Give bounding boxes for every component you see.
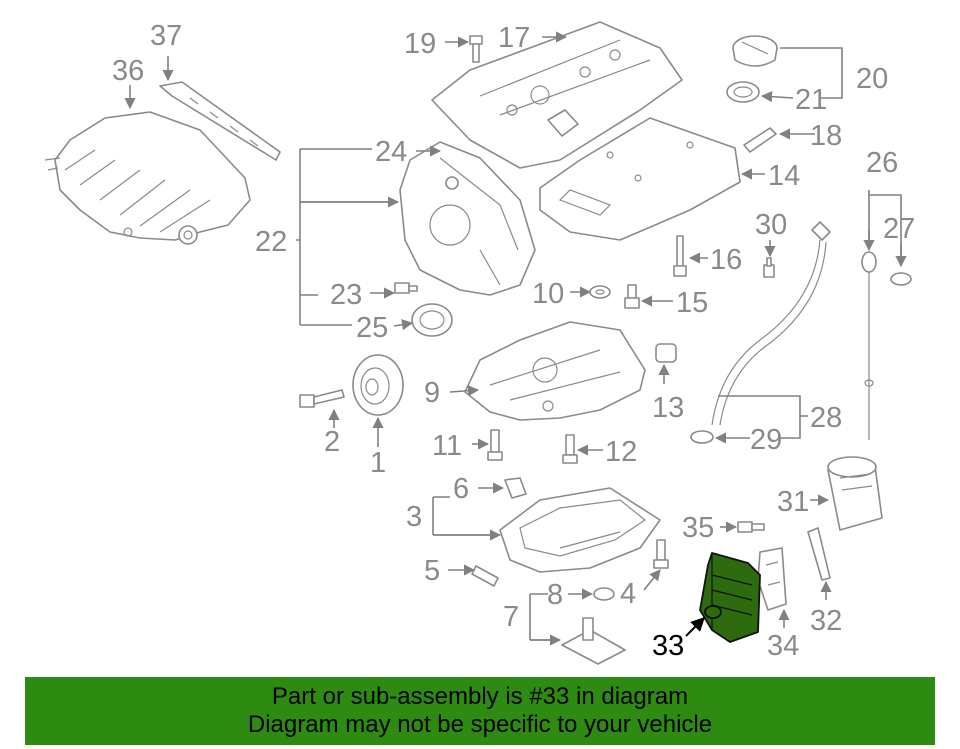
oil-cooler-33-highlighted [699, 552, 761, 643]
dipstick-tube-drawing [711, 221, 831, 426]
callout-8: 8 [547, 579, 563, 611]
callout-22: 22 [255, 226, 287, 258]
callout-11: 11 [432, 430, 462, 462]
oring-29-drawing [690, 430, 714, 444]
callout-15: 15 [676, 287, 708, 319]
bolt-23-drawing [394, 282, 418, 294]
callout-27: 27 [883, 213, 915, 245]
plug-13-drawing [655, 343, 677, 363]
callout-30: 30 [755, 209, 787, 241]
oil-sensor-7-drawing [561, 617, 626, 665]
bolt-30-drawing [763, 257, 775, 278]
upper-oil-pan-drawing [464, 321, 646, 421]
callout-33: 33 [652, 630, 684, 662]
callout-16: 16 [710, 244, 742, 276]
bolt-12-drawing [562, 434, 578, 464]
callout-28: 28 [810, 402, 842, 434]
engine-cover-drawing [539, 117, 741, 241]
manifold-gasket-drawing [159, 81, 281, 161]
timing-cover-drawing [399, 141, 536, 296]
bolt-35-drawing [737, 521, 765, 533]
sensor-18-drawing [743, 127, 777, 153]
bolt-4-drawing [653, 539, 669, 569]
banner-line-part: Part or sub-assembly is #33 in diagram [271, 683, 689, 710]
bolt-11-drawing [487, 429, 503, 461]
callout-14: 14 [768, 160, 800, 192]
callout-12: 12 [605, 436, 637, 468]
gasket-34-drawing [757, 547, 787, 611]
callout-23: 23 [330, 279, 362, 311]
callout-18: 18 [810, 120, 842, 152]
callout-13: 13 [652, 392, 684, 424]
callout-31: 31 [777, 486, 809, 518]
bolt-15-drawing [624, 284, 640, 309]
intake-manifold-drawing [44, 111, 251, 245]
washer-10-drawing [589, 285, 611, 299]
callout-17: 17 [498, 22, 530, 54]
callout-37: 37 [150, 20, 182, 52]
callout-labels: 1 2 3 4 5 6 7 8 9 10 11 12 13 14 15 16 1… [112, 20, 915, 662]
callout-6: 6 [453, 473, 469, 505]
callout-3: 3 [406, 501, 422, 533]
callout-36: 36 [112, 55, 144, 87]
callout-7: 7 [503, 601, 519, 633]
lower-oil-pan-drawing [499, 487, 661, 573]
callout-32: 32 [810, 605, 842, 637]
callout-34: 34 [767, 630, 799, 662]
valve-cover-drawing [431, 21, 683, 169]
callout-35: 35 [682, 512, 714, 544]
callout-24: 24 [375, 136, 407, 168]
drain-32-drawing [807, 527, 831, 581]
oring-27-drawing [890, 272, 912, 286]
callout-21: 21 [795, 84, 827, 116]
part-info-banner: Part or sub-assembly is #33 in diagram D… [25, 677, 935, 745]
callout-4: 4 [620, 578, 636, 610]
bolt-2-drawing [299, 389, 345, 408]
oil-filter-drawing [827, 456, 883, 531]
seal-25-drawing [411, 303, 453, 337]
callout-19: 19 [404, 28, 436, 60]
pin-5-drawing [471, 565, 499, 587]
bolt-19-drawing [469, 35, 483, 63]
callout-5: 5 [424, 555, 440, 587]
dipstick-drawing [861, 251, 877, 440]
callout-29: 29 [750, 424, 782, 456]
leader-lines [124, 31, 907, 646]
callout-10: 10 [532, 278, 564, 310]
cap-seal-drawing [726, 81, 760, 103]
bolt-16-drawing [673, 235, 687, 277]
washer-8-drawing [593, 587, 615, 601]
callout-1: 1 [370, 447, 386, 479]
pulley-drawing [352, 354, 404, 416]
banner-line-disclaimer: Diagram may not be specific to your vehi… [247, 711, 713, 738]
oil-cap-drawing [732, 35, 778, 67]
sensor-6-drawing [504, 477, 527, 499]
callout-2: 2 [324, 426, 340, 458]
callout-9: 9 [424, 377, 440, 409]
callout-20: 20 [856, 63, 888, 95]
callout-26: 26 [866, 147, 898, 179]
callout-25: 25 [356, 312, 388, 344]
